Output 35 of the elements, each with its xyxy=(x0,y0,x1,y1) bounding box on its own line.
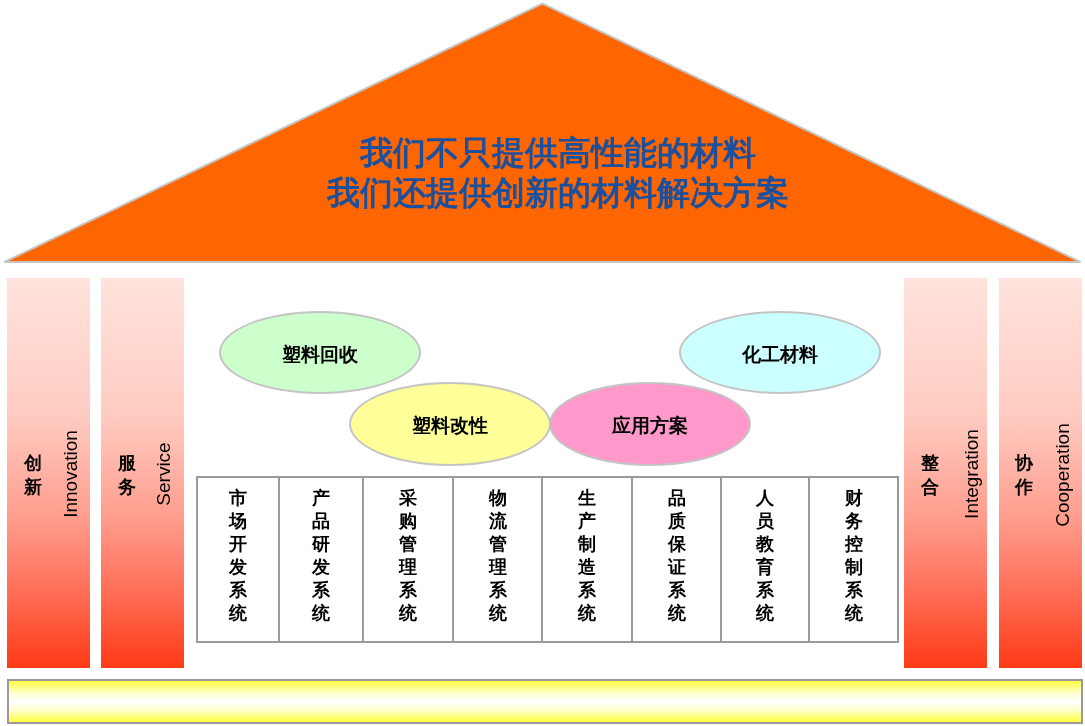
pillar xyxy=(999,278,1082,668)
rotated-label: Integration xyxy=(960,429,982,519)
vertical-label: 协作 xyxy=(1015,451,1033,499)
vertical-label: 采购管理系统 xyxy=(399,486,417,624)
vertical-label: 创新 xyxy=(24,451,42,499)
table-cell xyxy=(196,476,280,643)
vertical-label: 服务 xyxy=(118,451,136,499)
vertical-label: 生产制造系统 xyxy=(578,486,596,624)
table-cell xyxy=(362,476,454,643)
rotated-label: Service xyxy=(152,442,174,506)
slogan-text: 我们不只提供高性能的材料 xyxy=(360,134,756,172)
table-cell xyxy=(541,476,633,643)
vertical-label: 产品研发系统 xyxy=(312,486,330,624)
rotated-label: Cooperation xyxy=(1051,423,1073,527)
vertical-label: 市场开发系统 xyxy=(229,486,247,624)
ellipse-label: 塑料改性 xyxy=(412,414,488,436)
pillar xyxy=(7,278,90,668)
pillar xyxy=(904,278,987,668)
pillar xyxy=(101,278,184,668)
table-cell xyxy=(631,476,722,643)
ellipse-label: 应用方案 xyxy=(612,414,688,436)
vertical-label: 人员教育系统 xyxy=(756,486,774,624)
rotated-label: Innovation xyxy=(59,430,81,518)
table-cell xyxy=(452,476,543,643)
vertical-label: 物流管理系统 xyxy=(488,486,507,624)
ellipse-label: 化工材料 xyxy=(742,342,818,365)
ellipse-label: 塑料回收 xyxy=(282,342,358,365)
table-cell xyxy=(808,476,899,643)
vertical-label: 财务控制系统 xyxy=(844,486,863,624)
table-cell xyxy=(720,476,810,643)
slogan-text: 我们还提供创新的材料解决方案 xyxy=(327,174,789,212)
vertical-label: 品质保证系统 xyxy=(667,486,686,624)
table-cell xyxy=(278,476,364,643)
vertical-label: 整合 xyxy=(921,451,939,499)
base-bar xyxy=(7,679,1083,724)
